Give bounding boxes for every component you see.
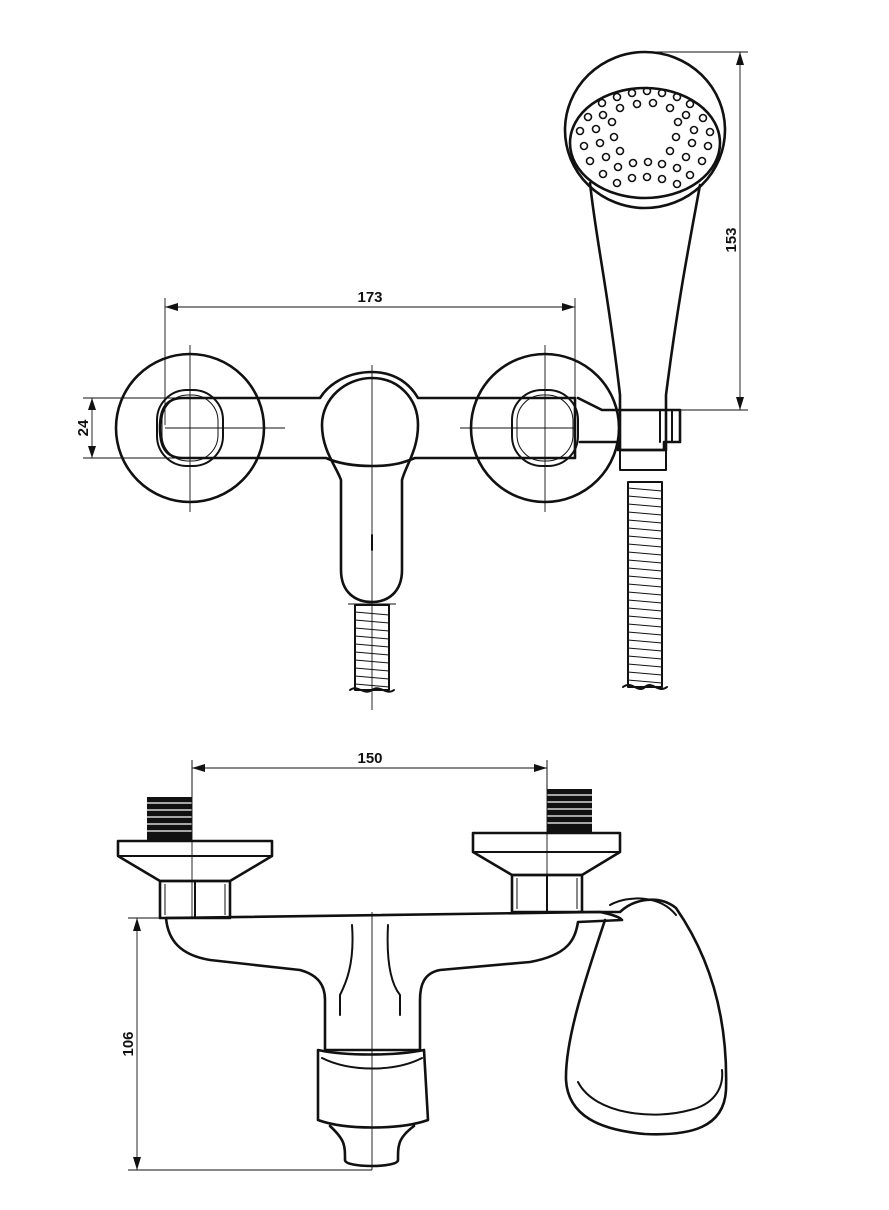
dimension-106: 106 xyxy=(120,917,372,1171)
left-flange-front xyxy=(116,839,274,883)
top-centerlines xyxy=(165,345,575,710)
hand-shower-top xyxy=(563,50,727,471)
shower-holder-arm xyxy=(576,396,682,452)
front-view: 150 106 xyxy=(116,750,728,1171)
dimension-label-106: 106 xyxy=(120,1031,137,1056)
dimension-24: 24 xyxy=(75,397,183,459)
mixer-body-front xyxy=(164,910,624,1052)
shower-nozzle-holes xyxy=(575,86,715,189)
shower-hose-top xyxy=(622,481,668,690)
dimension-153: 153 xyxy=(645,51,748,411)
dimension-label-173: 173 xyxy=(357,289,382,306)
outlet-spout-front xyxy=(316,1048,430,1168)
lever-handle-top xyxy=(320,376,420,604)
top-view: 173 24 153 xyxy=(75,50,748,710)
left-threaded-inlet xyxy=(147,797,192,841)
dimension-173: 173 xyxy=(164,289,576,425)
dimension-label-153: 153 xyxy=(723,227,740,252)
right-threaded-inlet xyxy=(547,789,592,833)
hand-shower-front xyxy=(564,897,728,1136)
dimension-150: 150 xyxy=(191,750,548,797)
dimension-label-150: 150 xyxy=(357,750,382,767)
dimension-label-24: 24 xyxy=(75,419,92,436)
left-nut xyxy=(158,879,232,920)
right-flange-front xyxy=(471,831,622,877)
